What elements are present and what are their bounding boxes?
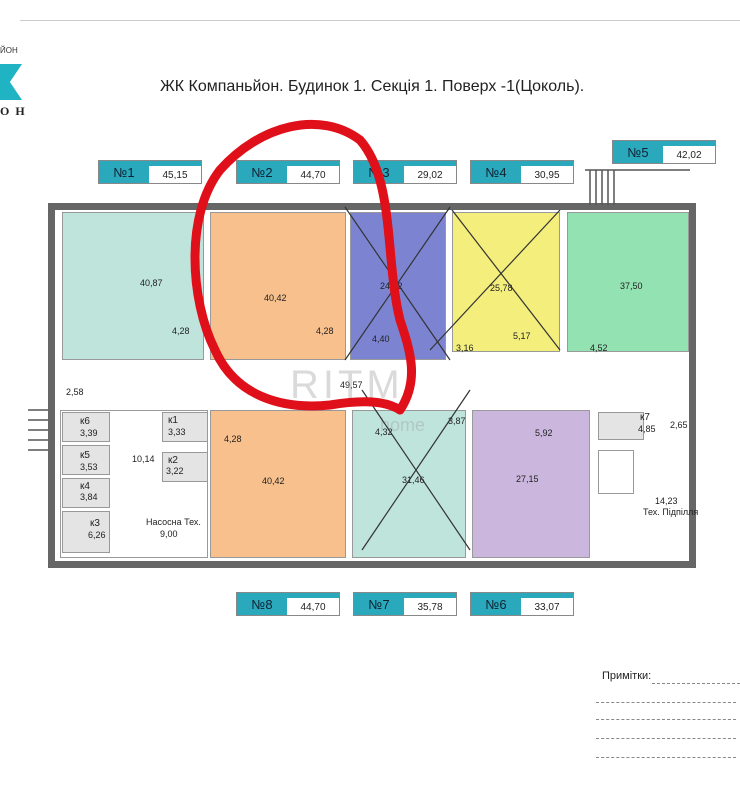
red-highlight-oval (190, 119, 417, 415)
area-label: 3,87 (448, 416, 466, 426)
area-label: 4,32 (375, 427, 393, 437)
apartment-7[interactable] (352, 410, 466, 558)
apartment-area: 33,07 (521, 593, 573, 615)
apartment-number: №7 (354, 593, 404, 615)
area-label: 4,28 (316, 326, 334, 336)
page-frame-line (20, 20, 740, 21)
storage-area: 3,53 (80, 462, 98, 472)
storage-area: 3,39 (80, 428, 98, 438)
apartment-2[interactable] (210, 212, 346, 360)
area-label: 2,65 (670, 420, 688, 430)
apartment-area: 42,02 (663, 141, 715, 163)
area-label: 40,42 (264, 293, 287, 303)
storage-k4[interactable] (62, 478, 110, 508)
storage-k7[interactable] (598, 412, 644, 440)
storage-area: 4,85 (638, 424, 656, 434)
plan-title: ЖК Компаньйон. Будинок 1. Секція 1. Пове… (160, 78, 585, 95)
cross-4-a (429, 209, 561, 351)
tech-label: Тех. Підпілля (643, 507, 699, 517)
storage-k6[interactable] (62, 412, 110, 442)
area-label: 10,14 (132, 454, 155, 464)
apartment-area: 35,78 (404, 593, 456, 615)
stair-icon-left (28, 409, 48, 451)
storage-name: к4 (80, 481, 90, 492)
pump-room-label: Насосна Тех. (146, 517, 201, 527)
area-label: 37,50 (620, 281, 643, 291)
cross-4-b (451, 209, 561, 351)
apartment-area: 44,70 (287, 593, 339, 615)
apartment-4[interactable] (452, 212, 560, 352)
apartment-area: 30,95 (521, 161, 573, 183)
tech-shaft (598, 450, 634, 494)
apartment-5[interactable] (567, 212, 689, 352)
storage-k2[interactable] (162, 452, 208, 482)
storage-k5[interactable] (62, 445, 110, 475)
area-label: 40,87 (140, 278, 163, 288)
storage-area: 6,26 (88, 530, 106, 540)
apartment-area: 44,70 (287, 161, 339, 183)
storage-k1[interactable] (162, 412, 208, 442)
apartment-area: 29,02 (404, 161, 456, 183)
area-label: 2,58 (66, 387, 84, 397)
pump-room-area: 9,00 (160, 529, 178, 539)
logo-text-bottom: ОН (0, 104, 31, 118)
storage-name: к3 (90, 518, 100, 529)
area-label: 31,46 (402, 475, 425, 485)
apartment-number: №1 (99, 161, 149, 183)
sold-cross-marks (344, 206, 561, 551)
storage-area: 3,33 (168, 427, 186, 437)
notes-line (596, 738, 736, 739)
storage-name: к5 (80, 450, 90, 461)
notes-line (596, 757, 736, 758)
area-label: 3,16 (456, 343, 474, 353)
tech-area: 14,23 (655, 496, 678, 506)
apartment-number: №5 (613, 141, 663, 163)
storage-area: 3,22 (166, 466, 184, 476)
area-label: 4,28 (224, 434, 242, 444)
notes-line (652, 683, 740, 684)
apartment-area: 45,15 (149, 161, 201, 183)
area-label: 25,78 (490, 283, 513, 293)
storage-name: к2 (168, 455, 178, 466)
apartment-1[interactable] (62, 212, 204, 360)
notes-line (596, 719, 736, 720)
storage-name: к7 (640, 412, 650, 423)
apartment-6[interactable] (472, 410, 590, 558)
cross-7-b (361, 389, 471, 551)
notes-label: Примітки: (602, 670, 652, 682)
logo-text-top: ЙОН (0, 46, 18, 55)
storage-name: к6 (80, 416, 90, 427)
stair-icon (585, 169, 690, 205)
apartment-number: №2 (237, 161, 287, 183)
storage-area: 3,84 (80, 492, 98, 502)
area-label: 40,42 (262, 476, 285, 486)
apartment-8[interactable] (210, 410, 346, 558)
storage-k3[interactable] (62, 511, 110, 553)
notes-line (596, 702, 736, 703)
area-label: 27,15 (516, 474, 539, 484)
area-label: 5,92 (535, 428, 553, 438)
storage-name: к1 (168, 415, 178, 426)
area-label: 4,28 (172, 326, 190, 336)
apartment-number: №8 (237, 593, 287, 615)
apartment-number: №6 (471, 593, 521, 615)
watermark-sub: home (380, 415, 426, 435)
area-label: 5,17 (513, 331, 531, 341)
apartment-number: №4 (471, 161, 521, 183)
area-label: 49,57 (340, 380, 363, 390)
area-label: 4,52 (590, 343, 608, 353)
area-label: 4,40 (372, 334, 390, 344)
